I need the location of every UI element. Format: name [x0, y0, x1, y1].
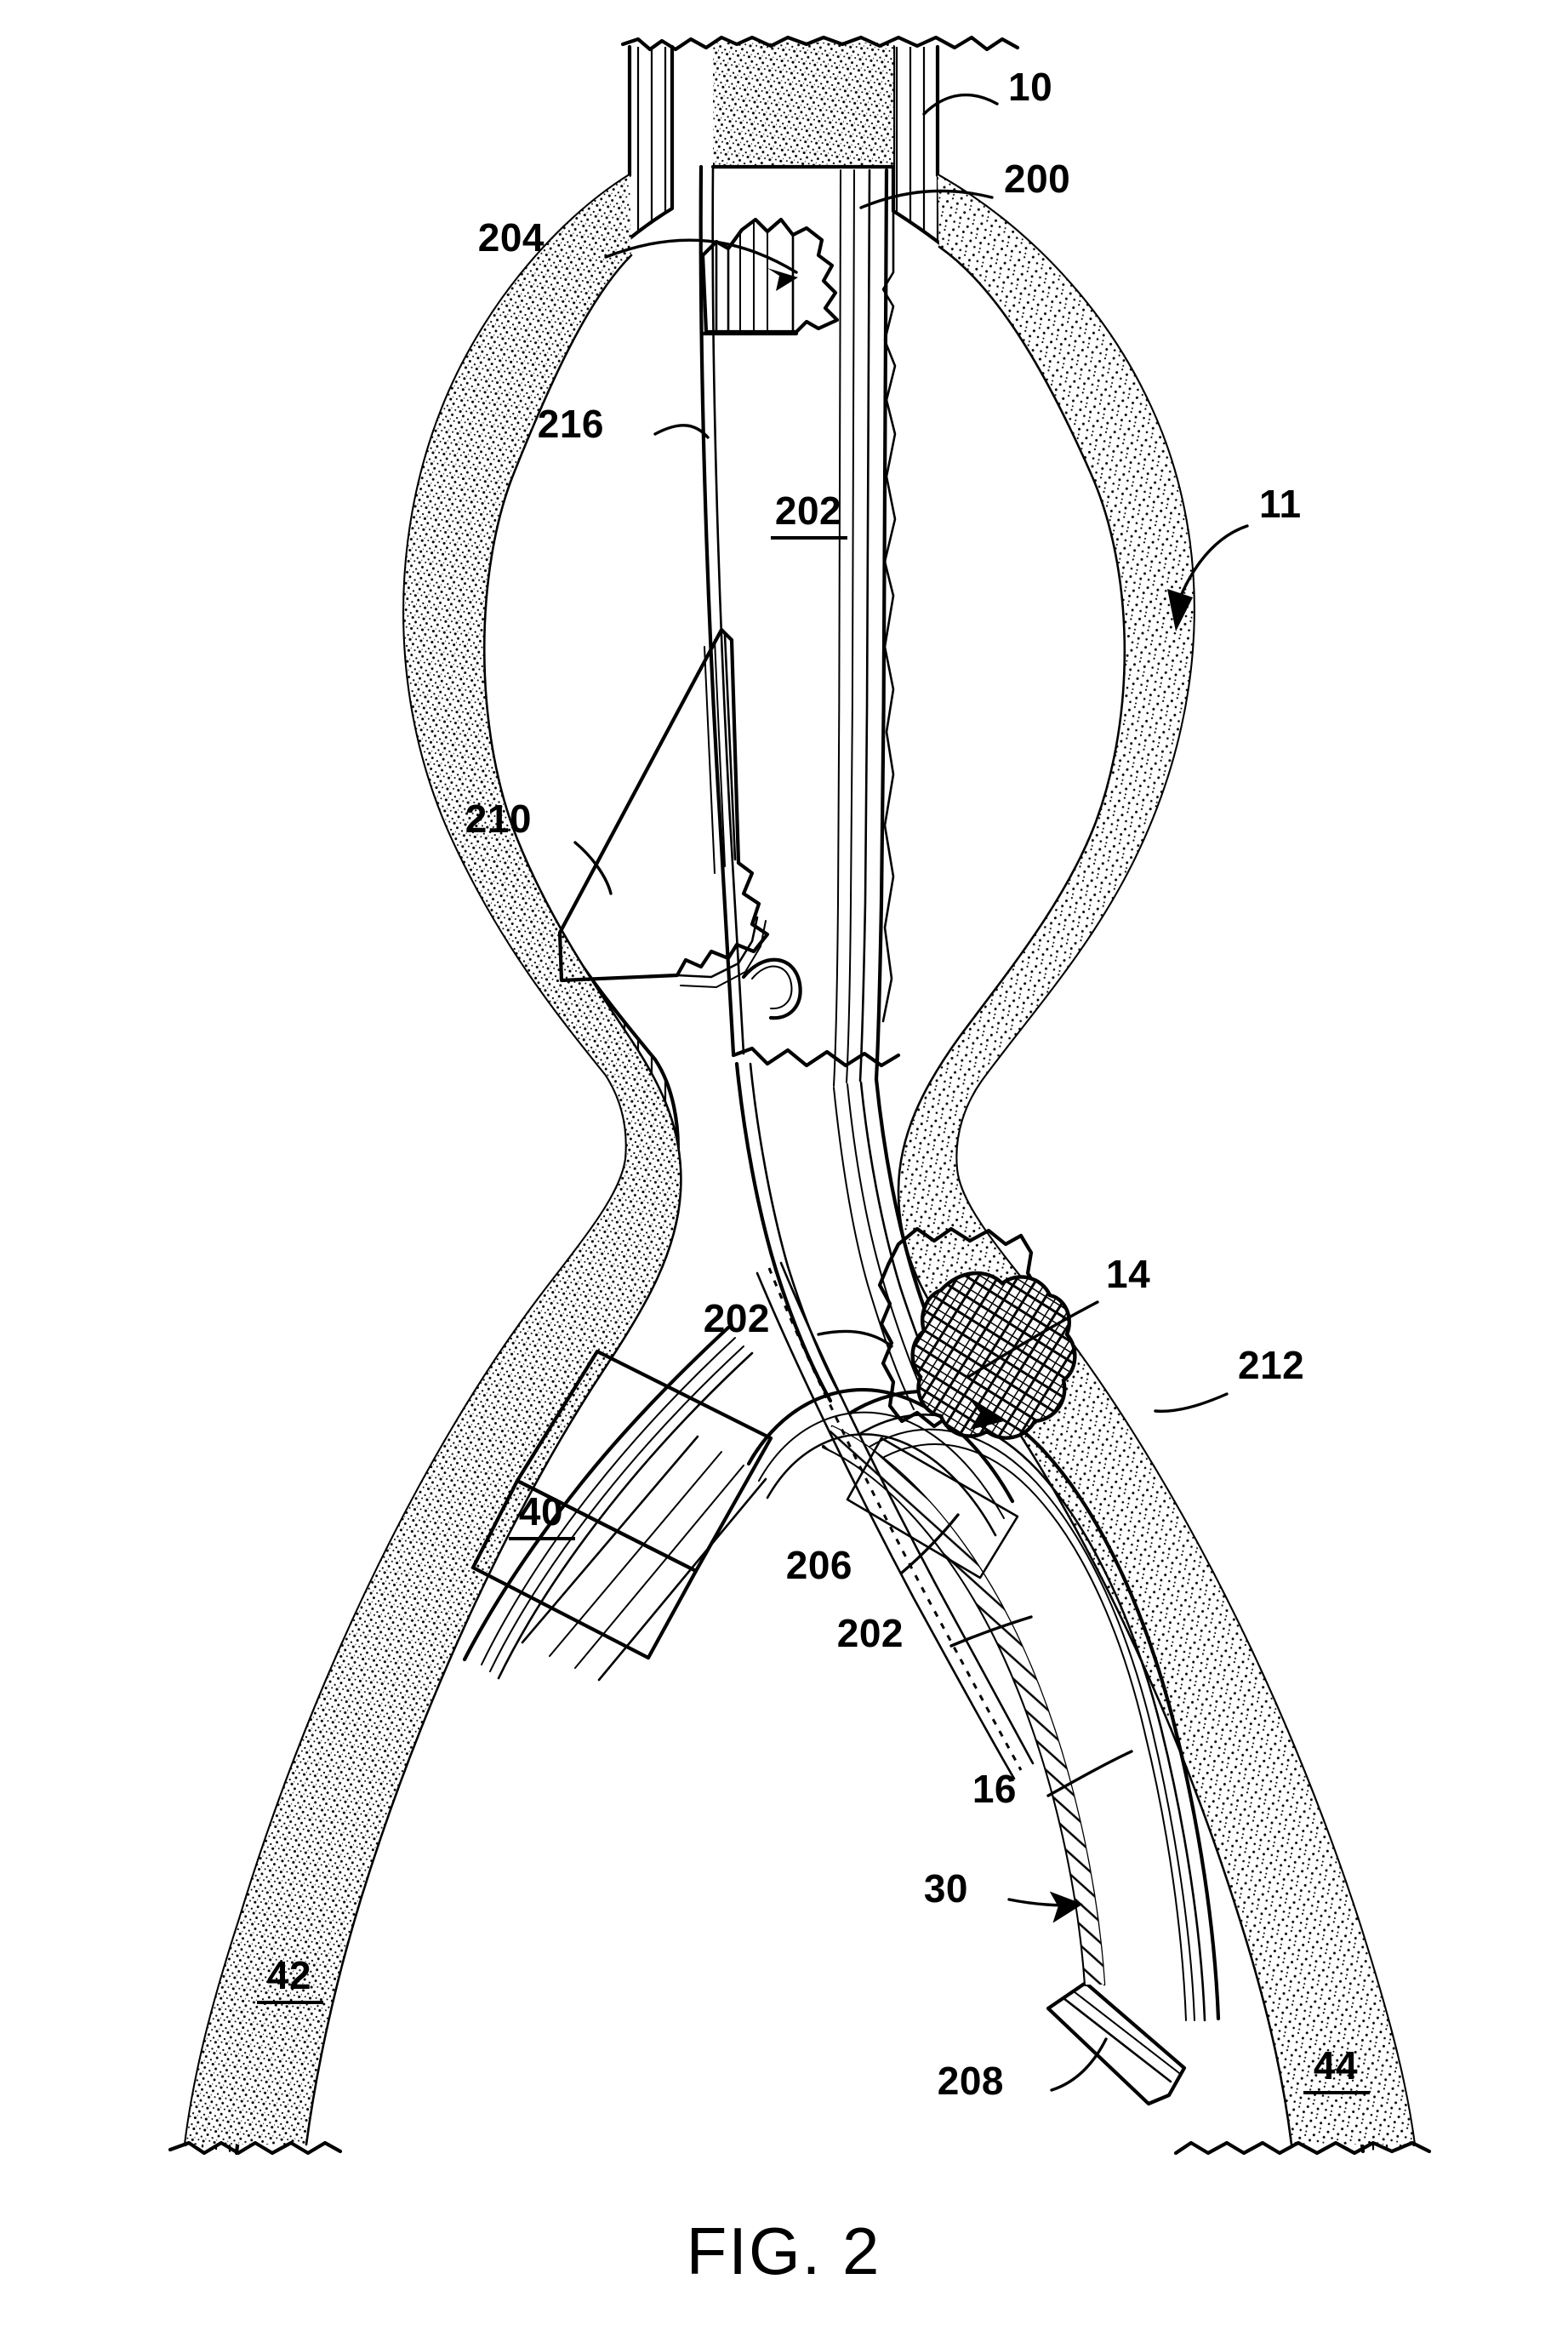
leader-200 [859, 189, 994, 209]
aorta-lumen-stipple [713, 43, 893, 167]
graft-trunk-right-wall4 [833, 1087, 915, 1410]
ref-label-202-upper: 202 [775, 488, 841, 533]
crotch-arch-inner [766, 1433, 997, 1537]
graft-torn-break-mid [731, 1046, 901, 1068]
ref-label-16: 16 [972, 1767, 1017, 1811]
reference-numeral-labels: 10 200 204 216 202 11 210 202 14 212 206… [257, 65, 1370, 2103]
graft-wall-right-2 [858, 169, 871, 1082]
coil-arrowhead [968, 1397, 1004, 1430]
arrow-11 [1167, 589, 1193, 631]
right-limb-hair2 [877, 1443, 1187, 2021]
cutaway-204-arrowhead [767, 268, 798, 291]
thrombus-left [185, 175, 681, 2145]
coil-blob [910, 1271, 1077, 1440]
graft-cutaway-panel-210 [557, 627, 770, 988]
aneurysm-sac-thrombus [185, 175, 1414, 2146]
ref-label-216: 216 [538, 402, 604, 446]
ref-label-202-bifurcation: 202 [704, 1296, 770, 1340]
graft-wall-right-3 [846, 169, 855, 1083]
graft-wall-left [698, 164, 736, 1056]
limb-tube-line-1 [521, 1435, 699, 1644]
ref-label-30: 30 [924, 1866, 968, 1911]
aorta-proximal-lumen [710, 43, 896, 169]
ref-label-210: 210 [465, 797, 532, 841]
graft-wall-left-b [711, 165, 745, 1055]
leader-202b [817, 1329, 893, 1348]
thrombus-right-inner-boundary [897, 245, 1293, 2146]
leader-206 [900, 1513, 960, 1574]
distal-limb-end-line1 [1062, 1996, 1172, 2083]
distal-limb-end-208 [1046, 1980, 1187, 2106]
graft-limb-left-inner [497, 1351, 754, 1680]
ref-label-208: 208 [938, 2059, 1004, 2103]
leader-202c [949, 1615, 1033, 1648]
thrombus-right [898, 175, 1414, 2145]
limb-tube-line-2 [549, 1451, 722, 1657]
ref-label-10: 10 [1008, 65, 1052, 109]
ref-label-44: 44 [1314, 2043, 1358, 2088]
proximal-cutaway-204 [700, 217, 840, 336]
leader-11 [1179, 524, 1249, 597]
cutaway-210-layer-3 [704, 646, 716, 874]
leader-16 [1046, 1750, 1133, 1797]
left-limb-window-lower [470, 1478, 698, 1660]
cutaway-210-layer-1 [723, 633, 737, 861]
graft-main-body [698, 164, 897, 1087]
occlusion-coil-14 [910, 1271, 1077, 1440]
ref-label-11: 11 [1259, 482, 1302, 526]
ref-label-204: 204 [478, 215, 545, 260]
cutaway-210-layer-2 [714, 639, 726, 867]
crotch-seal-panel [846, 1437, 1019, 1579]
leader-216 [653, 424, 710, 439]
leader-30 [1007, 1891, 1083, 1923]
graft-limb-left-hair2 [481, 1337, 736, 1665]
thrombus-left-inner-boundary [305, 254, 682, 2146]
leader-lines [573, 93, 1249, 2092]
torn-edge-bottom-right [1173, 2140, 1432, 2156]
graft-wall-right-1 [874, 168, 889, 1082]
ref-label-40: 40 [519, 1489, 563, 1534]
leader-208 [1050, 2037, 1108, 2092]
leader-204 [604, 238, 798, 274]
graft-wall-right-4 [833, 169, 841, 1087]
ref-label-200: 200 [1004, 157, 1070, 201]
cutaway-204-outline [700, 217, 840, 334]
distal-limb-end-line2 [1073, 1991, 1180, 2074]
ref-label-42: 42 [267, 1953, 311, 1997]
graft-limb-left-outer [462, 1325, 731, 1662]
torn-edge-top [620, 35, 1020, 52]
figure-caption: FIG. 2 [687, 2213, 881, 2288]
ref-label-206: 206 [786, 1543, 852, 1587]
cutaway-210-ribbon-2 [680, 920, 767, 988]
leader-14 [966, 1300, 1099, 1379]
seal-strip-edge-1 [755, 1271, 1016, 1780]
graft-trunk-left-wall [734, 1061, 833, 1403]
ref-label-14: 14 [1106, 1252, 1150, 1296]
graft-seal-strip-202 [755, 1261, 1035, 1780]
leader-212 [1154, 1392, 1229, 1414]
seal-strip-dotted [767, 1267, 1023, 1771]
leader-210 [573, 841, 613, 895]
crotch-arch-hair [758, 1411, 1005, 1519]
seal-strip-edge-2 [779, 1261, 1035, 1765]
graft-limb-left-hair1 [489, 1345, 744, 1672]
limb-tube-line-3 [574, 1465, 744, 1669]
fold-hook-inner [751, 965, 793, 1010]
ref-label-202-right-limb: 202 [837, 1611, 904, 1655]
limb-tube-line-4 [597, 1477, 767, 1682]
ref-label-212: 212 [1238, 1343, 1304, 1387]
graft-fold-detail [741, 957, 802, 1020]
fold-hook [741, 957, 802, 1020]
graft-shaft-break-line [881, 165, 897, 1023]
cutaway-210-ribbon [676, 916, 759, 979]
torn-edge-bottom-left [168, 2140, 343, 2156]
leader-10 [922, 93, 999, 116]
